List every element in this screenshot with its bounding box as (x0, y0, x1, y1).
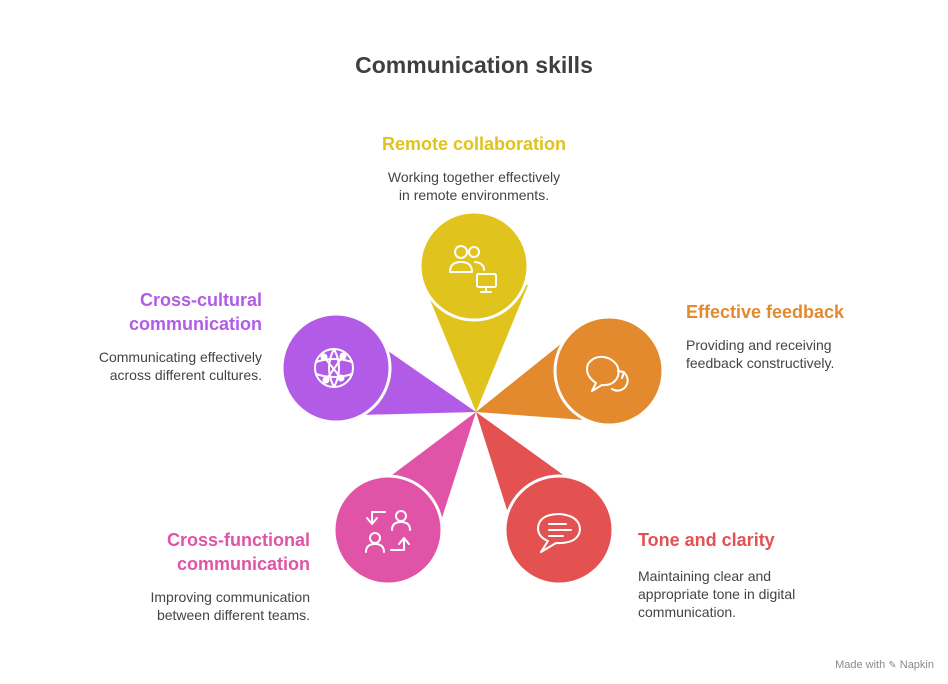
label-cross-cultural-communication: Cross-cultural communication (128, 290, 262, 334)
feedback-loop-icon (586, 355, 629, 392)
page-title: Communication skills (355, 52, 593, 78)
globe-network-icon (314, 348, 354, 388)
brand-name: Napkin (899, 659, 934, 671)
team-exchange-icon (365, 510, 411, 553)
made-with-text: Made with (835, 659, 886, 671)
petal-cross-cultural-communication (280, 312, 476, 424)
label-remote-collaboration: Remote collaboration (381, 134, 567, 154)
petal-cross-functional-communication (332, 412, 476, 586)
message-bubble-icon (537, 513, 581, 553)
label-cross-functional-communication: Cross-functional communication (166, 530, 310, 574)
desc-cross-functional-communication: Improving communication between differen… (150, 589, 310, 623)
desc-tone-and-clarity: Maintaining clear and appropriate tone i… (638, 568, 796, 620)
petal-effective-feedback (476, 315, 665, 427)
desc-remote-collaboration: Working together effectively in remote e… (387, 169, 561, 203)
label-effective-feedback: Effective feedback (686, 302, 845, 322)
desc-effective-feedback: Providing and receiving feedback constru… (686, 337, 835, 371)
label-tone-and-clarity: Tone and clarity (638, 530, 775, 550)
napkin-logo-icon: ✎ (888, 660, 897, 671)
petal-remote-collaboration (418, 210, 530, 412)
made-with-napkin-footer: Made with ✎ Napkin (835, 659, 934, 671)
petal-tone-and-clarity (476, 412, 615, 586)
desc-cross-cultural-communication: Communicating effectively across differe… (98, 349, 262, 383)
remote-team-icon (449, 245, 497, 293)
